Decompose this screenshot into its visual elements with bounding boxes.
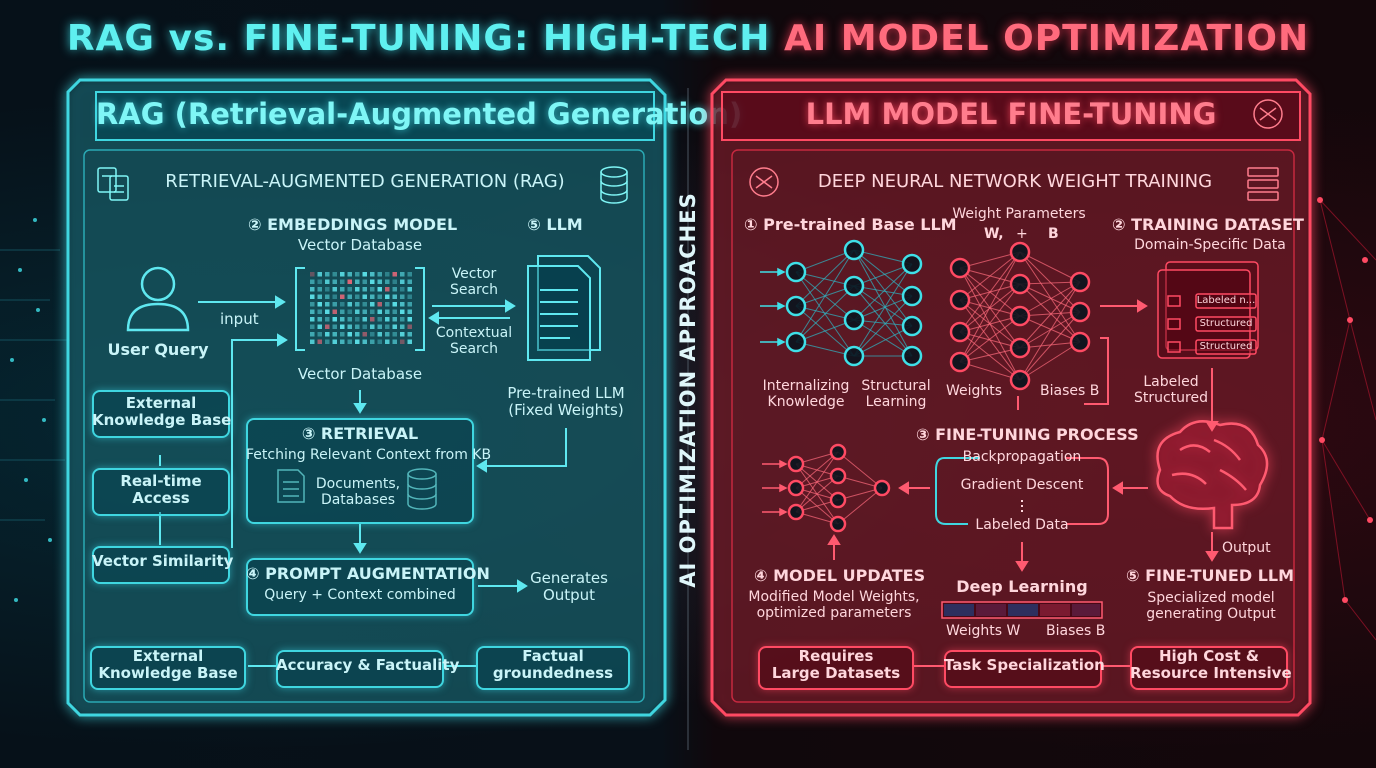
rag-side-item-2-box xyxy=(92,468,230,516)
rag-retrieval-title: ③ RETRIEVAL xyxy=(301,424,419,443)
rag-input-label: input xyxy=(220,310,259,328)
ft-section-title: DEEP NEURAL NETWORK WEIGHT TRAINING xyxy=(817,171,1213,192)
documents-icon xyxy=(97,167,129,201)
rag-bottom-item-2-box xyxy=(276,650,444,688)
title-part-2: AI MODEL OPTIMIZATION xyxy=(783,18,1310,59)
user-icon xyxy=(126,266,190,332)
rag-llm-title: ⑤ LLM xyxy=(527,215,583,234)
vector-database-grid xyxy=(295,267,425,351)
title-part-1: RAG vs. FINE-TUNING: HIGH-TECH xyxy=(66,18,784,59)
rag-side-item-1: External Knowledge Base xyxy=(92,394,232,430)
network-icon xyxy=(749,99,1283,197)
ft-dataset-row-1: Labeled n... xyxy=(1196,295,1256,306)
ft-updates-subtitle: Modified Model Weights, optimized parame… xyxy=(748,589,920,622)
rag-arrows xyxy=(159,295,567,667)
rag-bottom-item-2: Accuracy & Factuality xyxy=(276,656,460,674)
rag-docs-dbs: Documents, Databases xyxy=(315,476,401,509)
rag-vector-db-bottom: Vector Database xyxy=(297,365,423,383)
ft-updates-title: ④ MODEL UPDATES xyxy=(754,566,926,585)
llm-document-icon xyxy=(527,255,601,361)
ft-bottom-item-3-box xyxy=(1130,646,1288,690)
rag-prompt-title: ④ PROMPT AUGMENTATION xyxy=(246,564,490,583)
ft-gradient: Gradient Descent xyxy=(960,477,1084,493)
rag-vector-db-top: Vector Database xyxy=(297,236,423,254)
ft-dataset-row-3: Structured xyxy=(1199,341,1253,352)
ft-training-subtitle: Domain-Specific Data xyxy=(1134,237,1286,253)
ft-plus: + xyxy=(1016,226,1028,242)
rag-bottom-item-3: Factual groundedness xyxy=(492,647,614,683)
ft-bottom-item-1-box xyxy=(758,646,914,690)
weights-bias-bar xyxy=(941,601,1103,619)
input-arrows xyxy=(760,267,786,347)
ft-arrows xyxy=(827,299,1219,667)
dataset-stack-icon xyxy=(1157,261,1259,359)
rag-user-query: User Query xyxy=(107,340,209,359)
rag-bottom-item-3-box xyxy=(476,646,630,690)
rag-section-title: RETRIEVAL-AUGMENTED GENERATION (RAG) xyxy=(165,171,565,192)
rag-retrieval-subtitle: Fetching Relevant Context from KB xyxy=(246,447,492,463)
ft-finetuned-subtitle: Specialized model generating Output xyxy=(1146,590,1276,623)
weights-network xyxy=(949,241,1091,391)
rag-generates-output: Generates Output xyxy=(530,569,608,605)
pretrained-network xyxy=(785,239,923,367)
rag-side-item-3-box xyxy=(92,546,230,584)
ft-bottom-item-2: Task Specialization xyxy=(944,656,1105,674)
rag-bottom-item-1-box xyxy=(90,646,246,690)
ft-bottom-item-1: Requires Large Datasets xyxy=(771,647,901,683)
ft-deep-learning: Deep Learning xyxy=(956,577,1088,596)
rag-panel-title: RAG (Retrieval-Augmented Generation) xyxy=(96,97,743,131)
ft-finetuned-title: ⑤ FINE-TUNED LLM xyxy=(1126,566,1294,585)
ft-backprop: Backpropagation xyxy=(962,449,1082,465)
update-input-arrows xyxy=(762,459,788,517)
ft-training-title: ② TRAINING DATASET xyxy=(1112,215,1304,234)
ft-labeled-structured: Labeled Structured xyxy=(1133,374,1208,407)
ft-weight-params: Weight Parameters xyxy=(952,206,1086,222)
ft-structural: Structural Learning xyxy=(861,378,931,411)
rag-embeddings-title: ② EMBEDDINGS MODEL xyxy=(248,215,458,234)
rag-prompt-subtitle: Query + Context combined xyxy=(264,587,456,603)
ft-internalizing: Internalizing Knowledge xyxy=(762,378,850,411)
ft-panel-title: LLM MODEL FINE-TUNING xyxy=(805,97,1217,131)
ft-biases-b: Biases B xyxy=(1046,623,1106,639)
rag-side-item-2: Real-time Access xyxy=(120,472,202,508)
database-icon xyxy=(600,166,628,204)
server-icon xyxy=(1247,167,1279,201)
rag-retrieval-box xyxy=(246,418,474,524)
ft-bottom-item-2-box xyxy=(944,650,1102,688)
rag-bottom-item-1: External Knowledge Base xyxy=(98,647,238,683)
rag-pretrained-llm: Pre-trained LLM (Fixed Weights) xyxy=(507,384,625,420)
rag-vector-search: Vector Search xyxy=(449,266,499,299)
ft-labeled-data: Labeled Data xyxy=(975,517,1069,533)
ft-pretrained-title: ① Pre-trained Base LLM xyxy=(744,215,957,234)
ft-weights: Weights xyxy=(946,383,1003,399)
rag-side-item-3: Vector Similarity xyxy=(92,552,234,570)
ft-b-label: B xyxy=(1048,226,1059,242)
retrieval-icons xyxy=(277,468,437,510)
ft-process-title: ③ FINE-TUNING PROCESS xyxy=(916,425,1139,444)
ft-biases: Biases B xyxy=(1040,383,1100,399)
ft-output-label: Output xyxy=(1222,540,1271,556)
updated-network xyxy=(787,443,891,533)
rag-side-item-1-box xyxy=(92,390,230,438)
ft-w-label: W, xyxy=(984,226,1004,242)
ft-weights-w: Weights W xyxy=(946,623,1021,639)
brain-icon xyxy=(1156,420,1269,530)
rag-prompt-box xyxy=(246,558,474,616)
rag-contextual-search: Contextual Search xyxy=(435,325,513,358)
ft-bottom-item-3: High Cost & Resource Intensive xyxy=(1130,647,1292,683)
ft-dataset-row-2: Structured xyxy=(1199,318,1253,329)
page-title: RAG vs. FINE-TUNING: HIGH-TECH AI MODEL … xyxy=(0,18,1376,59)
